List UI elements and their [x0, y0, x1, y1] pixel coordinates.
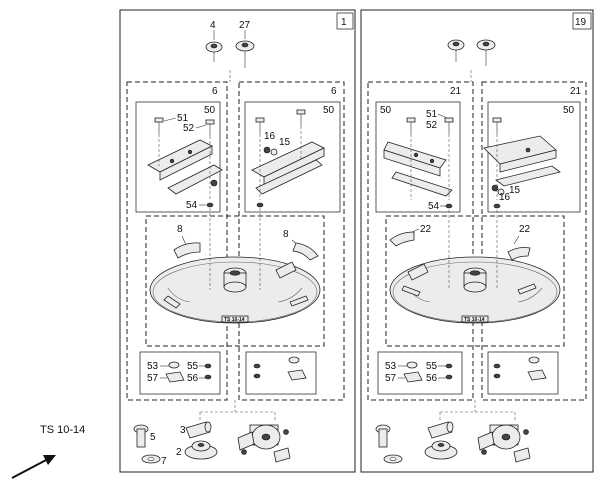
subgroup-box-right [244, 101, 341, 213]
disc-box [385, 215, 565, 347]
blade-holder-left [383, 141, 453, 197]
model-caption: TS 10-14 [40, 424, 85, 436]
blade-holder-right [483, 135, 561, 187]
group-label: 6 [331, 86, 337, 97]
callout: 54 [428, 201, 440, 212]
blade-part-22 [507, 247, 531, 261]
nut-box-left [139, 351, 221, 395]
direction-arrow-icon [11, 455, 56, 479]
panel-19: 19 21 21 50 50 51 52 [360, 9, 594, 473]
cutter-disc: TS 10-14 [389, 256, 561, 324]
callout: 3 [180, 425, 186, 436]
callout: 51 [177, 113, 189, 124]
screw-part-4 [447, 39, 465, 62]
blade-holder-left [147, 139, 223, 195]
washer-part-7 [141, 454, 161, 464]
group-box-left [126, 81, 228, 401]
screw-part-27 [235, 40, 255, 68]
callout: 57 [385, 373, 397, 384]
disc-box [145, 215, 325, 347]
bolt-part-52 [205, 119, 215, 136]
callout: 7 [161, 456, 167, 467]
callout: 8 [177, 224, 183, 235]
callout: 55 [187, 361, 199, 372]
nut-box-left [377, 351, 463, 395]
subgroup-label: 50 [380, 105, 392, 116]
callout: 53 [147, 361, 159, 372]
callout: 56 [187, 373, 199, 384]
panel-19-frame [360, 9, 594, 473]
callout: 4 [210, 20, 216, 31]
callout: 2 [176, 447, 182, 458]
screw-part-27 [476, 39, 496, 66]
subgroup-box-left [375, 101, 461, 213]
callout: 16 [264, 131, 276, 142]
callout: 5 [150, 432, 156, 443]
disc-plate-label: TS 10-14 [224, 317, 245, 323]
cutter-disc: TS 10-14 [149, 256, 321, 324]
panel-1-number: 1 [341, 17, 347, 28]
subgroup-label: 50 [204, 105, 216, 116]
bolt-part-right [255, 109, 306, 134]
callout: 15 [509, 185, 521, 196]
subgroup-label: 50 [323, 105, 335, 116]
panel-1-frame [119, 9, 356, 473]
panel-1: 1 4 27 6 6 50 50 [119, 9, 356, 473]
bolt-part-51 [154, 117, 164, 134]
gearbox-assembly [237, 424, 291, 463]
screw-part-4 [205, 41, 223, 62]
callout: 56 [426, 373, 438, 384]
callout: 22 [519, 224, 531, 235]
callout: 8 [283, 229, 289, 240]
callout: 22 [420, 224, 432, 235]
pin-part-3 [185, 421, 212, 439]
subgroup-label: 50 [563, 105, 575, 116]
group-label: 21 [450, 86, 462, 97]
group-box-right [481, 81, 587, 401]
blade-holder-right [251, 141, 325, 195]
blade-part-8 [292, 242, 319, 261]
nut-box-right [245, 351, 317, 395]
callout: 51 [426, 109, 438, 120]
callout: 57 [147, 373, 159, 384]
group-box-right [238, 81, 345, 401]
disc-plate-label: TS 10-14 [464, 317, 485, 323]
gearbox-assembly [477, 424, 531, 463]
callout: 52 [183, 123, 195, 134]
callout: 52 [426, 120, 438, 131]
subgroup-box-left [135, 101, 221, 213]
subgroup-box-right [487, 101, 581, 213]
group-label: 6 [212, 86, 218, 97]
group-label: 21 [570, 86, 582, 97]
blade-part-22 [389, 231, 415, 247]
hub-part-2 [184, 440, 218, 460]
group-box-left [367, 81, 474, 401]
panel-19-number: 19 [575, 17, 587, 28]
callout: 53 [385, 361, 397, 372]
callout: 27 [239, 20, 251, 31]
blade-part-8 [173, 242, 201, 259]
nut-box-right [487, 351, 559, 395]
callout: 55 [426, 361, 438, 372]
callout: 15 [279, 137, 291, 148]
callout: 54 [186, 200, 198, 211]
callout: 16 [499, 192, 511, 203]
bolt-part-5 [133, 424, 149, 448]
